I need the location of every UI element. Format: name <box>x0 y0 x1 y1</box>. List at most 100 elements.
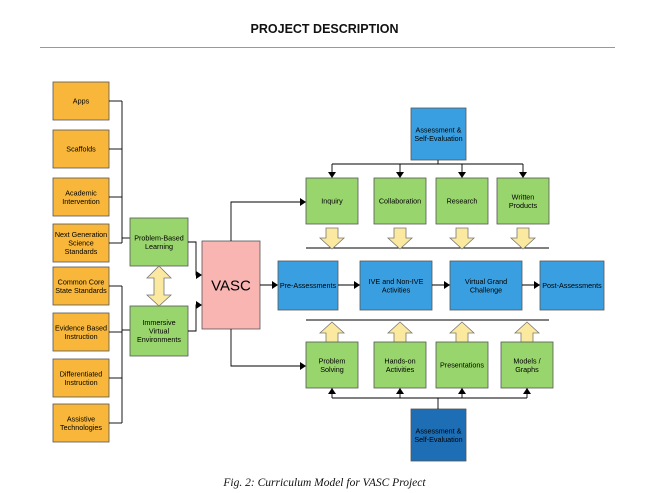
presentations-box: Presentations <box>435 341 489 389</box>
post-assessments-box: Post-Assessments <box>539 260 605 311</box>
ive-label: Immersive <box>142 318 175 327</box>
inquiry-box: Inquiry <box>305 177 359 225</box>
arrow-head <box>272 281 278 289</box>
flow-arrow <box>509 227 537 250</box>
arrow-head <box>519 172 527 178</box>
academic-intervention-label: Academic <box>65 188 97 197</box>
differentiated-label: Instruction <box>64 378 97 387</box>
ive-label: Virtual <box>149 327 170 336</box>
arrow-head <box>534 281 540 289</box>
arrow-head <box>354 281 360 289</box>
virtual-grand-challenge-label: Challenge <box>470 285 502 294</box>
apps-label: Apps <box>73 97 90 106</box>
hands-on-label: Hands-on <box>384 356 415 365</box>
arrow-head <box>196 271 202 279</box>
connector-line <box>230 201 306 241</box>
ive-label: Environments <box>137 335 181 344</box>
evidence-based-label: Instruction <box>64 332 97 341</box>
common-core-label: Common Core <box>58 277 105 286</box>
ngss-label: Standards <box>65 247 98 256</box>
ive-activities-label: IVE and Non-IVE <box>369 277 424 286</box>
collaboration-box: Collaboration <box>373 177 427 225</box>
arrow-head <box>396 172 404 178</box>
arrow-head <box>300 198 306 206</box>
presentations-label: Presentations <box>440 361 484 370</box>
assessment-top-box: Assessment &Self-Evaluation <box>410 107 467 161</box>
arrow-head <box>300 362 306 370</box>
assessment-top-label: Assessment & <box>416 125 462 134</box>
academic-intervention-label: Intervention <box>62 197 100 206</box>
flow-arrow <box>513 321 541 344</box>
assessment-top-label: Self-Evaluation <box>414 134 462 143</box>
connector-line <box>230 329 306 367</box>
problem-solving-label: Solving <box>320 365 344 374</box>
assessment-bottom-label: Self-Evaluation <box>414 435 462 444</box>
research-label: Research <box>447 197 478 206</box>
pbl-label: Problem-Based <box>134 233 184 242</box>
collaboration-label: Collaboration <box>379 197 421 206</box>
ngss-label: Science <box>68 239 94 248</box>
connector-line <box>188 304 202 332</box>
arrow-head <box>523 388 531 394</box>
assessment-bottom-box: Assessment &Self-Evaluation <box>410 408 467 462</box>
arrow-head <box>396 388 404 394</box>
ive-activities-label: Activities <box>382 285 411 294</box>
models-graphs-box: Models /Graphs <box>500 341 554 389</box>
post-assessments-label: Post-Assessments <box>542 281 602 290</box>
arrow-head <box>444 281 450 289</box>
research-box: Research <box>435 177 489 225</box>
flow-arrow <box>448 227 476 250</box>
arrow-head <box>196 301 202 309</box>
assessment-bottom-label: Assessment & <box>416 426 462 435</box>
page-title: PROJECT DESCRIPTION <box>250 22 399 36</box>
scaffolds-label: Scaffolds <box>66 145 96 154</box>
virtual-grand-challenge-label: Virtual Grand <box>465 277 507 286</box>
assistive-label: Assistive <box>67 414 95 423</box>
connector-line <box>188 241 202 276</box>
header-rule <box>40 47 615 48</box>
scaffolds-box: Scaffolds <box>52 129 110 169</box>
problem-solving-label: Problem <box>319 356 346 365</box>
flow-arrow <box>386 321 414 344</box>
inquiry-label: Inquiry <box>321 197 343 206</box>
arrow-head <box>458 172 466 178</box>
assistive-label: Technologies <box>60 423 102 432</box>
hands-on-label: Activities <box>386 365 415 374</box>
pbl-label: Learning <box>145 242 173 251</box>
vasc-box: VASC <box>201 240 261 330</box>
arrow-head <box>328 172 336 178</box>
arrow-head <box>458 388 466 394</box>
written-products-label: Written <box>512 192 535 201</box>
apps-box: Apps <box>52 81 110 121</box>
arrow-head <box>328 388 336 394</box>
written-products-label: Products <box>509 201 538 210</box>
pre-assessments-label: Pre-Assessments <box>280 281 337 290</box>
flow-arrow <box>448 321 476 344</box>
figure-caption: Fig. 2: Curriculum Model for VASC Projec… <box>223 477 426 489</box>
flow-arrow <box>318 227 346 250</box>
vasc-label: VASC <box>211 277 251 294</box>
common-core-label: State Standards <box>55 286 107 295</box>
bidirectional-arrow <box>145 265 173 307</box>
models-graphs-label: Graphs <box>515 365 539 374</box>
flow-arrow <box>318 321 346 344</box>
models-graphs-label: Models / <box>513 356 540 365</box>
pre-assessments-box: Pre-Assessments <box>277 260 339 311</box>
differentiated-label: Differentiated <box>60 369 103 378</box>
flow-arrow <box>386 227 414 250</box>
ngss-label: Next Generation <box>55 230 107 239</box>
evidence-based-label: Evidence Based <box>55 323 107 332</box>
